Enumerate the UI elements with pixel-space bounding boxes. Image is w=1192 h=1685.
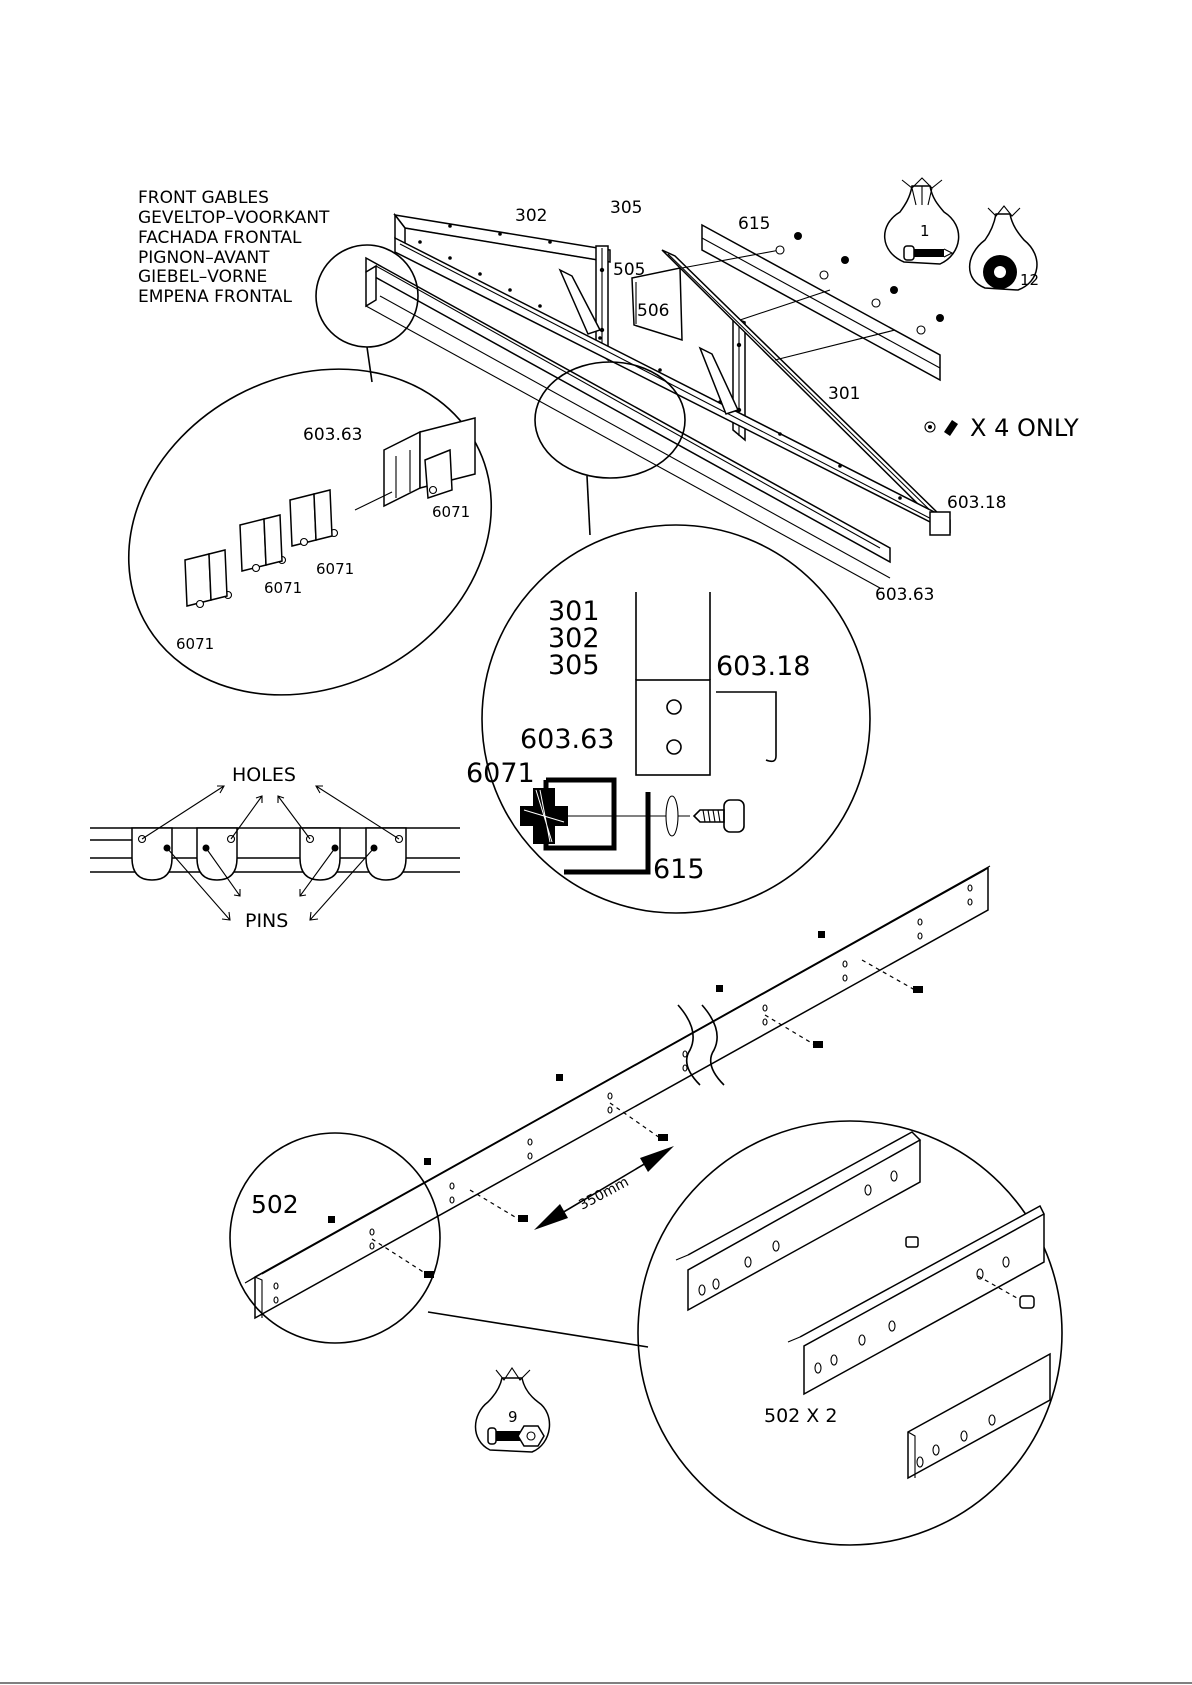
- hardware-bag-icon: 9: [476, 1368, 550, 1452]
- title-line-pt: EMPENA FRONTAL: [138, 287, 293, 307]
- title-line-nl: GEVELTOP–VOORKANT: [138, 208, 330, 228]
- quantity-note: X 4 ONLY: [925, 414, 1079, 442]
- clip-6071: [240, 515, 286, 572]
- washer-icon: [983, 255, 1017, 289]
- screw-icon: [694, 800, 744, 832]
- detail-callout-section: 301 302 305 603.18 603.63 6071 615: [466, 362, 870, 913]
- dimension-350mm-label: 350mm: [576, 1174, 631, 1213]
- screw-icon: [944, 420, 958, 436]
- label-301: 301: [828, 384, 860, 404]
- clip-6071: [290, 490, 338, 546]
- detail-callout-502x2: 502 X 2: [638, 1121, 1062, 1545]
- section-label-615: 615: [653, 854, 705, 885]
- holes-pins-diagram: HOLES PINS: [90, 764, 460, 932]
- section-label-6071: 6071: [466, 758, 535, 789]
- title-line-fr: PIGNON–AVANT: [138, 248, 270, 268]
- title-block: FRONT GABLES GEVELTOP–VOORKANT FACHADA F…: [138, 188, 330, 307]
- label-506: 506: [637, 301, 669, 321]
- clip-6071: [520, 788, 568, 844]
- title-line-es: FACHADA FRONTAL: [138, 228, 302, 248]
- holes-label: HOLES: [232, 764, 296, 786]
- hardware-bag-icon: 12: [970, 206, 1039, 290]
- label-502: 502: [251, 1190, 299, 1219]
- pins-label: PINS: [245, 910, 288, 932]
- label-305: 305: [610, 198, 642, 218]
- clip-label-6071-b: 6071: [316, 560, 354, 578]
- clip-label-6071-c: 6071: [264, 579, 302, 597]
- screws-bag-count: 1: [920, 222, 930, 240]
- label-603-63: 603.63: [875, 585, 934, 605]
- clip-detail-603-63: 603.63: [303, 425, 362, 445]
- label-603-18: 603.18: [947, 493, 1006, 513]
- bolts-bag-count: 9: [508, 1408, 518, 1426]
- dimension-350mm: 350mm: [534, 1146, 674, 1230]
- hardware-bag-icon: 1: [885, 178, 959, 264]
- section-label-603-63: 603.63: [520, 724, 614, 755]
- label-615: 615: [738, 214, 770, 234]
- title-line-de: GIEBEL–VORNE: [138, 267, 267, 287]
- clip-label-6071-a: 6071: [432, 503, 470, 521]
- label-302: 302: [515, 206, 547, 226]
- detail-callout-502: 502: [230, 1133, 648, 1347]
- title-line-en: FRONT GABLES: [138, 188, 269, 208]
- section-label-305: 305: [548, 650, 600, 681]
- purlin-502: 350mm: [245, 866, 990, 1318]
- x4-only-label: X 4 ONLY: [970, 414, 1079, 442]
- washers-bag-count: 12: [1020, 271, 1039, 289]
- nut-icon: [518, 1426, 544, 1446]
- clip-label-6071-d: 6071: [176, 635, 214, 653]
- label-502-x2: 502 X 2: [764, 1405, 837, 1427]
- section-label-603-18: 603.18: [716, 651, 810, 682]
- label-505: 505: [613, 260, 645, 280]
- gable-frame: [366, 215, 950, 588]
- washer-icon: [666, 796, 678, 836]
- clip-6071: [185, 550, 232, 608]
